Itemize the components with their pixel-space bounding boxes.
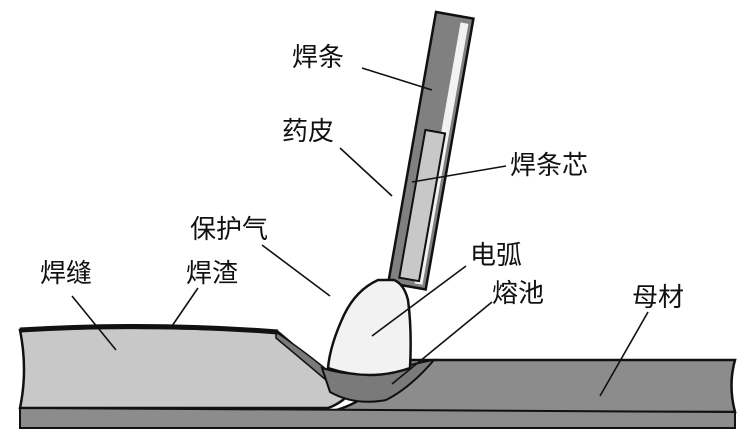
leader-electrode — [361, 67, 433, 91]
label-arc: 电弧 — [470, 241, 522, 271]
leader-arc — [371, 265, 467, 337]
leader-base-metal — [599, 311, 649, 397]
leader-weld-bead — [71, 295, 117, 351]
leader-coating — [339, 147, 393, 197]
bead-surface-line — [19, 323, 279, 335]
label-slag: 焊渣 — [186, 259, 238, 289]
leader-core-wire — [411, 165, 507, 183]
label-core-wire: 焊条芯 — [510, 151, 588, 181]
bottom-plate — [19, 406, 736, 429]
label-base-metal: 母材 — [632, 283, 684, 313]
weld-bead — [18, 326, 354, 410]
label-weld-bead: 焊缝 — [40, 259, 92, 289]
electrode — [386, 10, 475, 291]
leader-weld-pool — [391, 301, 493, 385]
label-coating: 药皮 — [282, 117, 334, 147]
label-electrode: 焊条 — [292, 43, 344, 73]
label-shielding-gas: 保护气 — [190, 215, 268, 245]
label-weld-pool: 熔池 — [492, 279, 544, 309]
core-wire — [398, 128, 447, 283]
arc — [326, 278, 412, 377]
leader-shielding-gas — [261, 244, 331, 297]
leader-slag — [171, 287, 199, 327]
